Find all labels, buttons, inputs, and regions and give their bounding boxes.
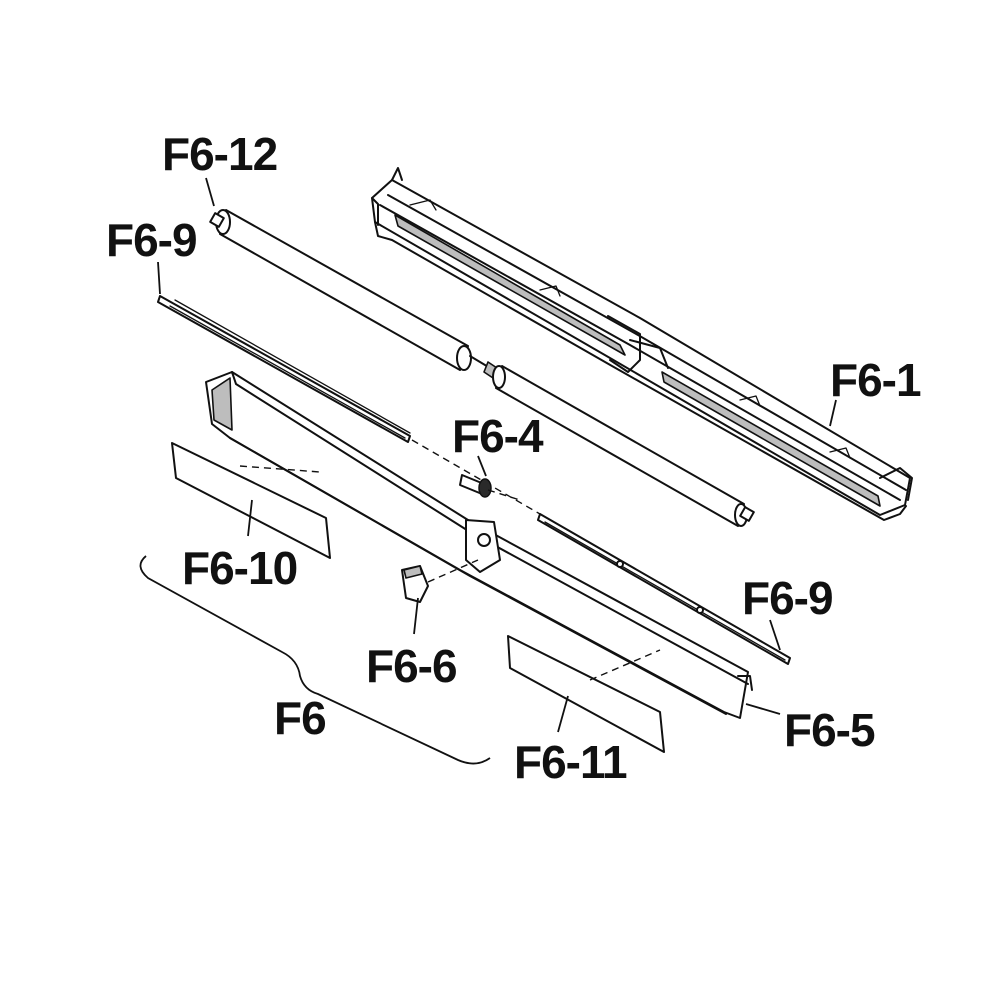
label-part-f6-11: [507, 635, 665, 753]
callout-f6-10: F6-10: [182, 542, 297, 594]
callout-f6-1: F6-1: [830, 354, 921, 406]
shaft-part-f6-9: [157, 295, 791, 665]
gear-part-f6-4: [459, 474, 521, 501]
callout-f6-9-top: F6-9: [106, 214, 197, 266]
callout-f6-11: F6-11: [514, 736, 627, 788]
label-part-f6-10: [171, 442, 331, 559]
callout-f6-12: F6-12: [162, 128, 277, 180]
callout-f6-4: F6-4: [452, 410, 544, 462]
leader-lines: [157, 177, 837, 733]
frame-part-f6-1: [371, 167, 913, 521]
clip-part-f6-6: [401, 559, 479, 603]
callout-f6-5: F6-5: [784, 704, 875, 756]
roller-part-f6-12: [209, 209, 755, 527]
callout-f6: F6: [274, 692, 326, 744]
callout-f6-9-right: F6-9: [742, 572, 833, 624]
callout-f6-6: F6-6: [366, 640, 457, 692]
bracket-part-f6-5: [205, 371, 753, 719]
group-brace: [139, 555, 491, 765]
